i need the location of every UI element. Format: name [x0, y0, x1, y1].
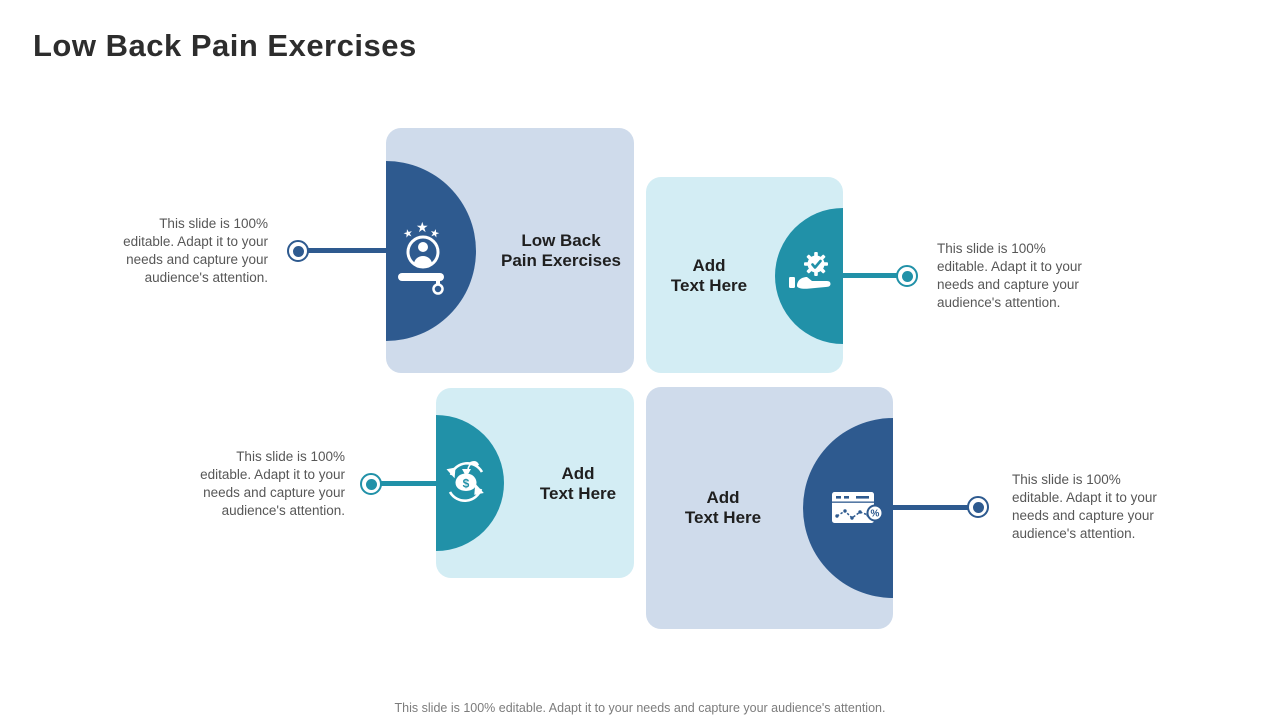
card-low-back-pain[interactable]: ★ ★ ★ Low Back Pain Exercises	[386, 128, 634, 373]
hand-gear-check-icon	[789, 252, 831, 289]
annotation-text-3[interactable]: This slide is 100% editable. Adapt it to…	[200, 449, 345, 518]
connector-line-3	[380, 481, 438, 486]
svg-text:★: ★	[402, 227, 415, 241]
marker-dot	[972, 501, 984, 513]
svg-text:$: $	[463, 477, 470, 491]
annotation-text-4[interactable]: This slide is 100% editable. Adapt it to…	[1012, 472, 1157, 541]
person-stars-badge-icon: ★ ★ ★	[398, 219, 444, 295]
card-label[interactable]: Add Text Here	[539, 464, 617, 503]
slide-footer-note: This slide is 100% editable. Adapt it to…	[394, 701, 886, 715]
connector-line-4	[893, 505, 969, 510]
marker-dot	[901, 270, 913, 282]
web-analytics-percent-icon: %	[832, 492, 883, 523]
card-add-text-1[interactable]: Add Text Here	[646, 177, 843, 373]
card-label[interactable]: Low Back Pain Exercises	[500, 231, 622, 270]
connector-marker-2	[896, 265, 918, 287]
card-add-text-3[interactable]: % Add Text Here	[646, 387, 893, 629]
svg-text:%: %	[871, 509, 880, 520]
card-label[interactable]: Add Text Here	[684, 488, 762, 527]
annotation-text-1[interactable]: This slide is 100% editable. Adapt it to…	[123, 216, 268, 285]
card-label[interactable]: Add Text Here	[670, 256, 748, 295]
connector-marker-1	[287, 240, 309, 262]
svg-text:★: ★	[416, 219, 429, 235]
slide-title[interactable]: Low Back Pain Exercises	[33, 28, 417, 63]
marker-dot	[365, 478, 377, 490]
marker-dot	[292, 245, 304, 257]
money-growth-cycle-icon: $	[446, 461, 484, 502]
annotation-text-2[interactable]: This slide is 100% editable. Adapt it to…	[937, 241, 1082, 310]
svg-text:★: ★	[428, 227, 441, 241]
connector-marker-4	[967, 496, 989, 518]
connector-line-1	[308, 248, 398, 253]
connector-line-2	[843, 273, 899, 278]
card-add-text-2[interactable]: $ Add Text Here	[436, 388, 634, 578]
connector-marker-3	[360, 473, 382, 495]
